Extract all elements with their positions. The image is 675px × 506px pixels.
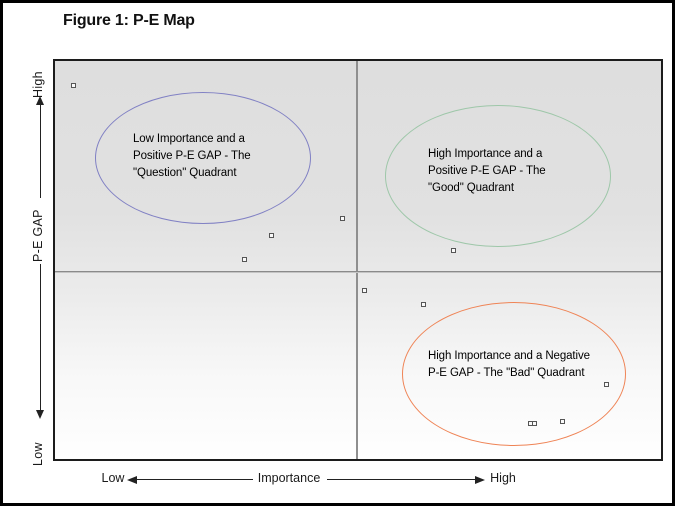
x-axis-low-label: Low <box>101 471 125 485</box>
x-axis-left-arrow-line <box>136 479 253 480</box>
y-axis-up-arrow-line <box>40 104 41 198</box>
x-axis-right-arrow-line <box>327 479 475 480</box>
y-axis-title: P-E GAP <box>31 209 45 262</box>
data-point-marker <box>527 421 533 427</box>
plot-area: Low Importance and a Positive P-E GAP - … <box>53 59 663 461</box>
data-point-marker <box>70 83 76 89</box>
vertical-quadrant-divider <box>355 61 358 459</box>
x-axis-right-arrowhead-icon <box>475 476 485 484</box>
question-quadrant-label: Low Importance and a Positive P-E GAP - … <box>133 133 251 179</box>
data-point-marker <box>268 232 274 238</box>
data-point-marker <box>560 419 566 425</box>
y-axis-down-arrow-line <box>40 264 41 410</box>
horizontal-quadrant-divider <box>55 270 661 273</box>
bad-quadrant-label: High Importance and a Negative P-E GAP -… <box>428 350 590 379</box>
data-point-marker <box>603 382 609 388</box>
good-quadrant-label: High Importance and a Positive P-E GAP -… <box>428 148 546 194</box>
data-point-marker <box>340 216 346 222</box>
y-axis-up-arrowhead-icon <box>36 96 44 105</box>
data-point-marker <box>450 247 456 253</box>
x-axis-high-label: High <box>490 471 516 485</box>
data-point-marker <box>420 302 426 308</box>
y-axis-down-arrowhead-icon <box>36 410 44 419</box>
figure-title: Figure 1: P-E Map <box>63 12 195 29</box>
data-point-marker <box>532 421 538 427</box>
x-axis-left-arrowhead-icon <box>127 476 137 484</box>
x-axis-title: Importance <box>257 471 321 485</box>
question-quadrant-ellipse <box>95 92 311 224</box>
bad-quadrant-ellipse <box>402 302 626 446</box>
data-point-marker <box>362 288 368 294</box>
good-quadrant-ellipse <box>385 105 611 247</box>
data-point-marker <box>242 256 248 262</box>
y-axis-high-label: High <box>31 71 45 98</box>
y-axis-low-label: Low <box>31 442 45 466</box>
